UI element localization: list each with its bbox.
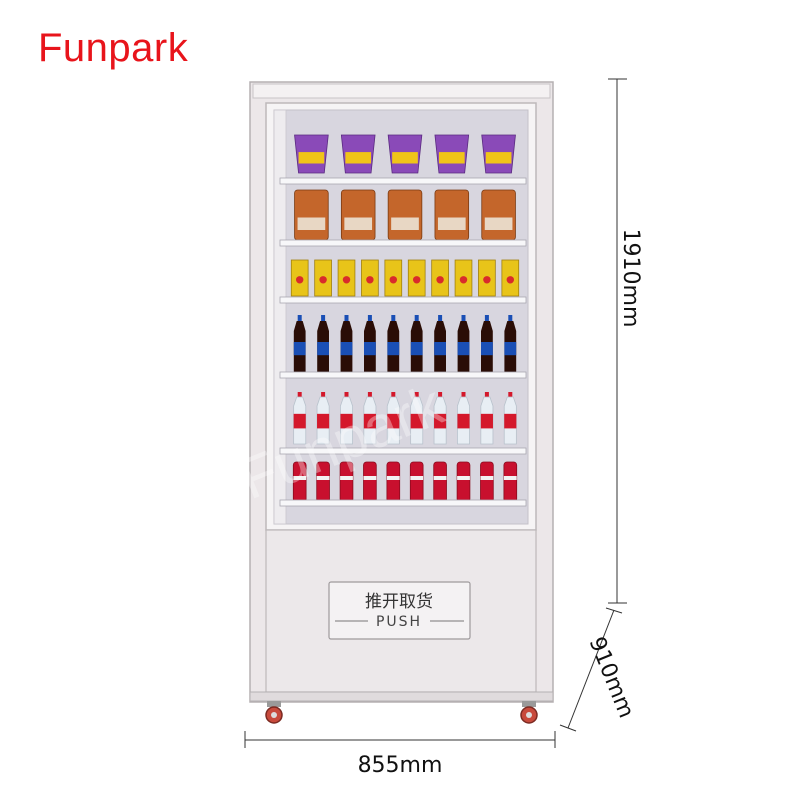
product-soda-can[interactable] xyxy=(409,461,424,503)
shelf-row-cup-noodles xyxy=(279,134,527,185)
product-water-bottle[interactable] xyxy=(433,392,447,445)
product-soda-can[interactable] xyxy=(503,461,518,503)
product-sausage-snack[interactable] xyxy=(434,189,470,241)
product-cola-bottle[interactable] xyxy=(364,315,376,375)
product-sausage-snack[interactable] xyxy=(294,189,329,241)
product-water-bottle[interactable] xyxy=(293,392,307,445)
caster-left xyxy=(265,701,283,724)
shelf-plate xyxy=(279,296,527,304)
width-label: 855mm xyxy=(358,753,443,778)
product-sausage-snack[interactable] xyxy=(481,189,516,241)
shelf-row-soda-can xyxy=(279,461,527,507)
depth-label: 910mm xyxy=(584,634,639,722)
product-cup-noodles[interactable] xyxy=(481,134,516,174)
product-soda-can[interactable] xyxy=(339,461,354,503)
depth-dimension: 910mm xyxy=(559,607,639,732)
shelf-row-cola-bottle xyxy=(279,315,527,379)
product-cola-bottle[interactable] xyxy=(340,315,353,375)
product-yellow-snack-box[interactable] xyxy=(431,259,449,297)
product-cola-bottle[interactable] xyxy=(457,315,470,375)
product-water-bottle[interactable] xyxy=(503,392,517,445)
shelf-row-yellow-snack-box xyxy=(279,259,527,304)
product-soda-can[interactable] xyxy=(456,461,471,503)
product-cola-bottle[interactable] xyxy=(293,315,306,375)
product-yellow-snack-box[interactable] xyxy=(314,259,332,297)
product-cola-bottle[interactable] xyxy=(317,315,329,375)
cabinet-top xyxy=(252,83,551,99)
width-dimension: 855mm xyxy=(244,731,556,778)
product-cup-noodles[interactable] xyxy=(294,134,329,174)
shelf-plate xyxy=(279,371,527,379)
product-yellow-snack-box[interactable] xyxy=(478,259,496,297)
product-water-bottle[interactable] xyxy=(316,392,330,445)
shelf-plate xyxy=(279,447,527,455)
shelf-plate xyxy=(279,239,527,247)
shelf-row-sausage-snack xyxy=(279,189,527,247)
shelf-row-water-bottle xyxy=(279,392,527,455)
product-cola-bottle[interactable] xyxy=(481,315,493,375)
product-yellow-snack-box[interactable] xyxy=(407,259,426,297)
product-soda-can[interactable] xyxy=(433,461,447,503)
product-yellow-snack-box[interactable] xyxy=(384,259,403,297)
door-edge xyxy=(273,109,287,525)
product-yellow-snack-box[interactable] xyxy=(337,259,356,297)
shelf-plate xyxy=(279,499,527,507)
product-soda-can[interactable] xyxy=(386,461,401,503)
push-label-cn: 推开取货 xyxy=(365,592,433,612)
product-water-bottle[interactable] xyxy=(363,392,377,445)
product-soda-can[interactable] xyxy=(480,461,494,503)
product-cup-noodles[interactable] xyxy=(340,134,376,174)
product-yellow-snack-box[interactable] xyxy=(454,259,473,297)
product-water-bottle[interactable] xyxy=(386,392,400,445)
product-water-bottle[interactable] xyxy=(457,392,470,445)
product-sausage-snack[interactable] xyxy=(340,189,376,241)
push-door[interactable] xyxy=(328,581,471,640)
caster-right xyxy=(520,701,538,724)
product-cup-noodles[interactable] xyxy=(387,134,423,174)
height-dimension: 1910mm xyxy=(608,78,643,604)
product-water-bottle[interactable] xyxy=(410,392,424,445)
product-yellow-snack-box[interactable] xyxy=(290,259,309,297)
product-cola-bottle[interactable] xyxy=(410,315,423,375)
product-sausage-snack[interactable] xyxy=(387,189,423,241)
brand-title: Funpark xyxy=(38,26,189,70)
product-yellow-snack-box[interactable] xyxy=(361,259,379,297)
height-label: 1910mm xyxy=(618,229,643,328)
push-label-en: PUSH xyxy=(376,614,422,630)
product-cola-bottle[interactable] xyxy=(387,315,400,375)
product-cup-noodles[interactable] xyxy=(434,134,470,174)
product-yellow-snack-box[interactable] xyxy=(501,259,520,297)
product-soda-can[interactable] xyxy=(363,461,377,503)
product-water-bottle[interactable] xyxy=(480,392,494,445)
shelf-plate xyxy=(279,177,527,185)
product-soda-can[interactable] xyxy=(292,461,307,503)
shelves-group xyxy=(279,134,527,507)
product-soda-can[interactable] xyxy=(316,461,330,503)
product-cola-bottle[interactable] xyxy=(504,315,517,375)
product-water-bottle[interactable] xyxy=(340,392,353,445)
product-cola-bottle[interactable] xyxy=(434,315,446,375)
cabinet-base xyxy=(249,691,554,702)
